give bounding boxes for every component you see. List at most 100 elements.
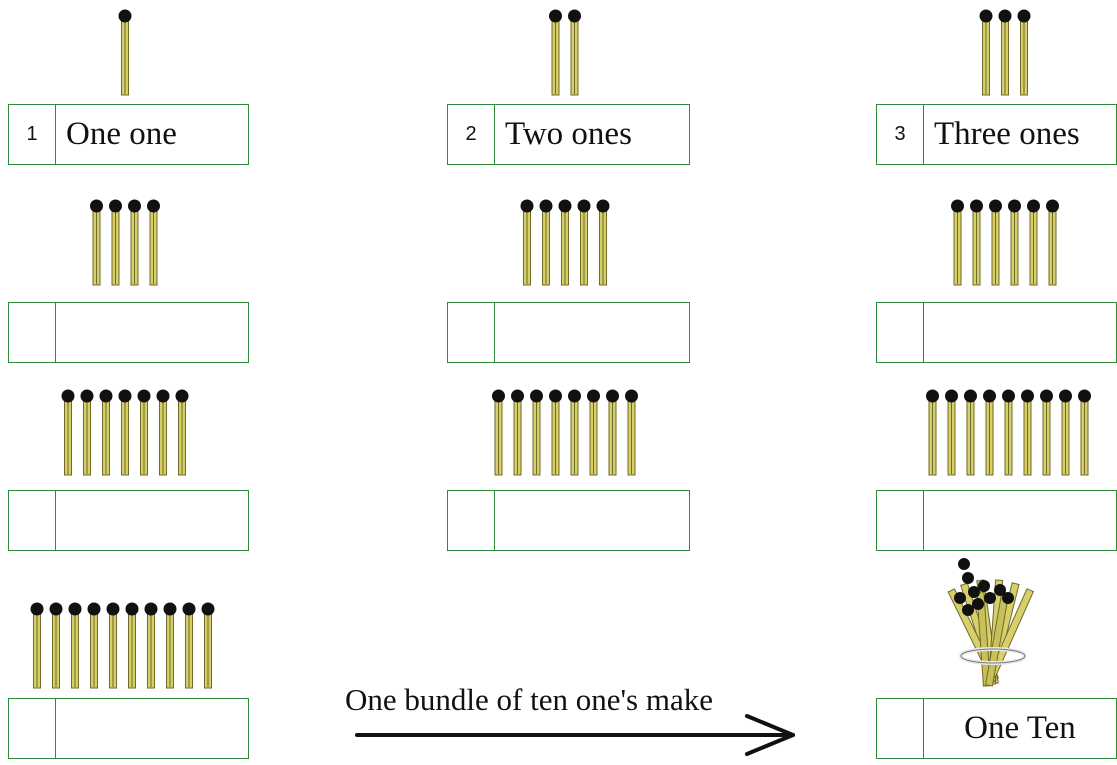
word-cell: One one [66, 116, 177, 152]
matchstick-icon [182, 602, 196, 689]
label-box-1: 1 One one [8, 104, 249, 165]
word-cell [495, 303, 689, 362]
matchstick-icon [970, 199, 983, 286]
matchstick-icon [998, 9, 1012, 96]
matchstick-icon [106, 602, 120, 689]
matchstick-icon [606, 389, 619, 476]
matchstick-icon [125, 602, 139, 689]
matchstick-icon [511, 389, 524, 476]
matchsticks-6 [951, 199, 1059, 286]
word-cell-one-ten: One Ten [964, 710, 1076, 746]
numeral-cell [448, 303, 495, 362]
matchstick-icon [144, 602, 158, 689]
matchstick-bundle-icon [947, 558, 1035, 687]
numeral-cell: 2 [448, 105, 495, 164]
matchsticks-4 [90, 199, 160, 286]
matchstick-icon [568, 389, 581, 476]
right-arrow-icon [355, 714, 795, 756]
word-cell: Two ones [505, 116, 632, 152]
matchstick-icon [147, 199, 160, 286]
matchsticks-5 [520, 199, 610, 286]
matchstick-icon [1008, 199, 1021, 286]
matchstick-icon [175, 389, 189, 476]
matchstick-icon [99, 389, 113, 476]
matchstick-icon [68, 602, 82, 689]
matchsticks-9 [926, 389, 1091, 476]
matchsticks-3 [979, 9, 1031, 96]
matchstick-icon [1027, 199, 1040, 286]
matchstick-icon [549, 9, 562, 96]
word-cell: Three ones [934, 116, 1080, 152]
matchstick-icon [926, 389, 939, 476]
matchstick-icon [49, 602, 63, 689]
label-box-10 [8, 698, 249, 759]
matchstick-icon [983, 389, 996, 476]
matchstick-icon [30, 602, 44, 689]
matchstick-icon [61, 389, 75, 476]
matchstick-icon [118, 389, 132, 476]
label-box-4 [8, 302, 249, 363]
matchstick-icon [1040, 389, 1053, 476]
matchstick-icon [558, 199, 572, 286]
matchstick-icon [137, 389, 151, 476]
numeral-cell: 1 [9, 105, 56, 164]
label-box-3: 3 Three ones [876, 104, 1117, 165]
matchstick-icon [539, 199, 553, 286]
label-box-2: 2 Two ones [447, 104, 690, 165]
matchstick-icon [1002, 389, 1015, 476]
numeral-cell [877, 491, 924, 550]
matchstick-icon [549, 389, 562, 476]
matchstick-icon [989, 199, 1002, 286]
matchstick-icon [587, 389, 600, 476]
label-box-7 [8, 490, 249, 551]
bundle-caption: One bundle of ten one's make [345, 682, 714, 717]
matchstick-icon [577, 199, 591, 286]
numeral-cell: 3 [877, 105, 924, 164]
label-box-ten: One Ten [876, 698, 1117, 759]
matchstick-icon [625, 389, 638, 476]
matchstick-icon [156, 389, 170, 476]
matchstick-icon [128, 199, 141, 286]
matchsticks-8 [492, 389, 638, 476]
matchsticks-7 [61, 389, 189, 476]
label-box-9 [876, 490, 1117, 551]
word-cell [56, 699, 248, 758]
matchstick-icon [1078, 389, 1091, 476]
numeral-cell [448, 491, 495, 550]
numeral-cell [877, 303, 924, 362]
matchstick-icon [87, 602, 101, 689]
label-box-8 [447, 490, 690, 551]
matchstick-icon [80, 389, 94, 476]
matchstick-icon [530, 389, 543, 476]
matchstick-icon [492, 389, 505, 476]
word-cell [495, 491, 689, 550]
word-cell [56, 491, 248, 550]
word-cell [924, 303, 1116, 362]
matchsticks-10 [30, 602, 215, 689]
matchstick-icon [1017, 9, 1031, 96]
word-cell [56, 303, 248, 362]
numeral-cell [9, 699, 56, 758]
label-box-5 [447, 302, 690, 363]
matchstick-icon [951, 199, 964, 286]
matchsticks-2 [549, 9, 581, 96]
numeral-cell [877, 699, 924, 758]
matchstick-icon [118, 9, 132, 96]
matchstick-icon [964, 389, 977, 476]
numeral-cell [9, 491, 56, 550]
numeral-cell [9, 303, 56, 362]
matchstick-icon [520, 199, 534, 286]
matchstick-icon [945, 389, 958, 476]
matchstick-icon [1046, 199, 1059, 286]
matchstick-icon [90, 199, 103, 286]
matchstick-icon [979, 9, 993, 96]
matchstick-icon [1059, 389, 1072, 476]
matchstick-icon [596, 199, 610, 286]
matchstick-icon [1021, 389, 1034, 476]
matchstick-icon [201, 602, 215, 689]
matchsticks-1 [118, 9, 132, 96]
matchstick-icon [163, 602, 177, 689]
label-box-6 [876, 302, 1117, 363]
word-cell [924, 491, 1116, 550]
matchstick-icon [109, 199, 122, 286]
